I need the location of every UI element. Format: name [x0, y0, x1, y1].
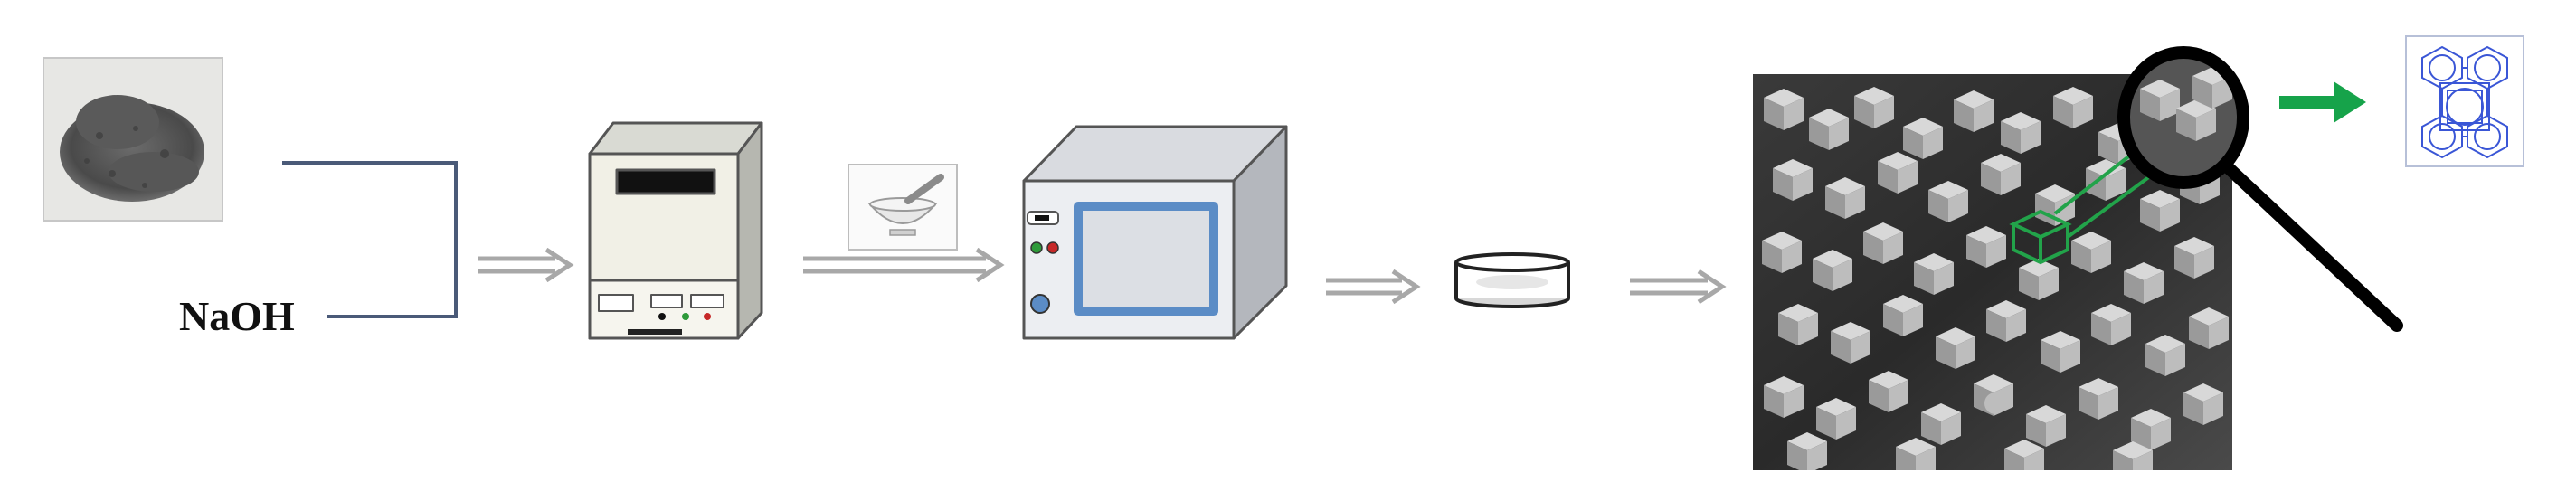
process-arrow-4: [1630, 269, 1727, 305]
process-arrow-3: [1326, 269, 1421, 305]
mortar-pestle-icon: [848, 164, 958, 250]
powder-image: [43, 57, 223, 222]
merge-connector: [282, 161, 458, 318]
sem-micrograph-icon: [1753, 56, 2240, 470]
process-arrow-1: [478, 247, 574, 283]
zeolite-framework-icon: [2405, 35, 2524, 167]
magnifier-icon: [2117, 46, 2403, 332]
naoh-label: NaOH: [179, 293, 295, 339]
petri-dish-icon: [1454, 252, 1570, 308]
result-arrow: [2279, 81, 2366, 123]
furnace-icon: [588, 121, 763, 340]
oven-icon: [1022, 125, 1288, 340]
process-arrow-2: [803, 247, 1005, 283]
